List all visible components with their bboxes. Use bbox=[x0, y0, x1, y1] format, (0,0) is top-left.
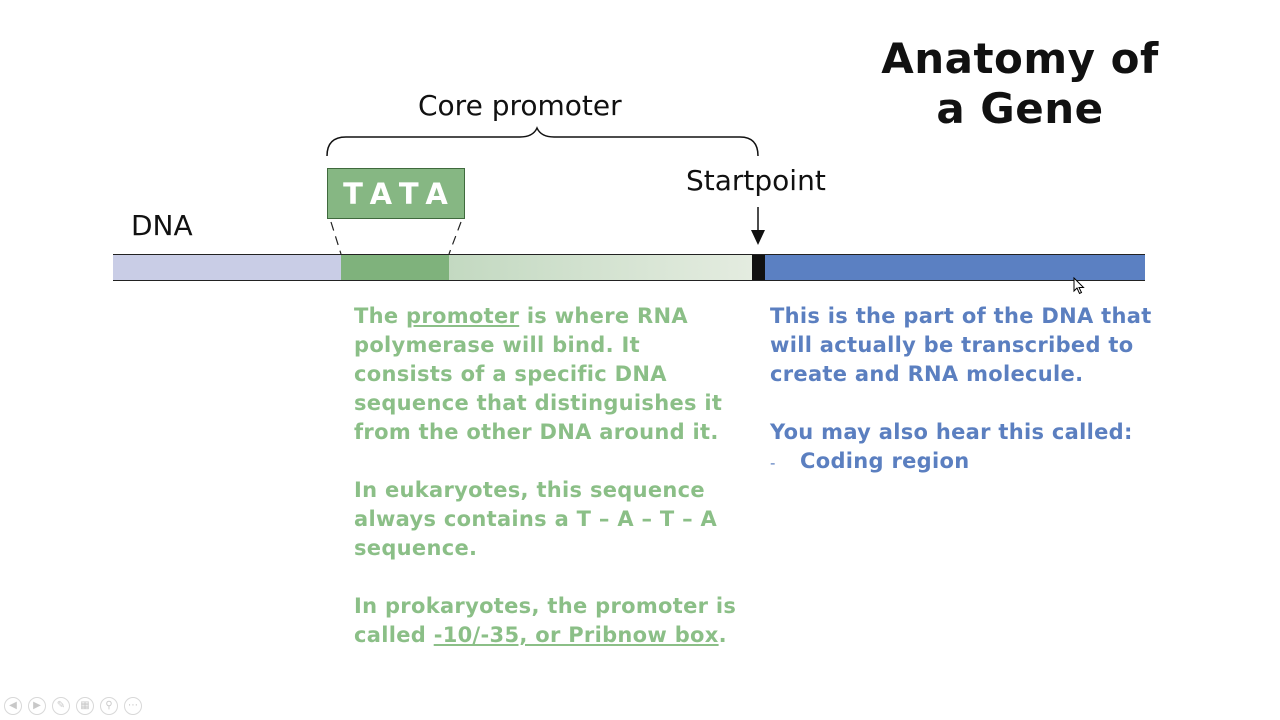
tata-connector-left bbox=[330, 221, 342, 255]
dna-upstream-segment bbox=[113, 255, 341, 280]
promoter-para-1-rest: is where RNA polymerase will bind. It co… bbox=[354, 304, 723, 444]
promoter-link[interactable]: promoter bbox=[406, 304, 520, 328]
promoter-para-3: In prokaryotes, the promoter is called -… bbox=[354, 592, 744, 650]
dna-label: DNA bbox=[131, 209, 193, 242]
promoter-para-3-prefix: In prokaryotes, the promoter is called bbox=[354, 594, 737, 647]
slide-title: Anatomy of a Gene bbox=[881, 34, 1159, 133]
startpoint-label: Startpoint bbox=[686, 164, 826, 197]
presentation-toolbar: ◀ ▶ ✎ ▦ ⚲ ⋯ bbox=[4, 697, 142, 715]
slides-icon[interactable]: ▦ bbox=[76, 697, 94, 715]
gene-diagram-graphic bbox=[113, 126, 1145, 281]
gene-diagram: Core promoter Startpoint DNA TATA bbox=[0, 0, 1280, 300]
core-promoter-brace bbox=[326, 126, 759, 157]
startpoint-arrow bbox=[751, 230, 765, 245]
next-icon[interactable]: ▶ bbox=[28, 697, 46, 715]
bullet-dash: - bbox=[770, 454, 776, 472]
coding-para-1: This is the part of the DNA that will ac… bbox=[770, 304, 1152, 386]
coding-segment bbox=[765, 255, 1145, 280]
coding-para-2: You may also hear this called: bbox=[770, 420, 1133, 444]
promoter-para-1-prefix: The bbox=[354, 304, 407, 328]
promoter-description: The promoter is where RNA polymerase wil… bbox=[354, 302, 744, 679]
bullet-coding-region: Coding region bbox=[800, 449, 970, 473]
bullet-item: - Coding region bbox=[770, 447, 1190, 478]
tata-segment bbox=[341, 255, 449, 280]
core-promoter-label: Core promoter bbox=[418, 89, 622, 122]
coding-description: This is the part of the DNA that will ac… bbox=[770, 302, 1190, 478]
tata-box: TATA bbox=[327, 168, 465, 219]
promoter-segment bbox=[449, 255, 752, 280]
zoom-icon[interactable]: ⚲ bbox=[100, 697, 118, 715]
pen-icon[interactable]: ✎ bbox=[52, 697, 70, 715]
promoter-para-1: The promoter is where RNA polymerase wil… bbox=[354, 302, 744, 447]
promoter-para-3-suffix: . bbox=[718, 623, 727, 647]
pribnow-link[interactable]: -10/-35, or Pribnow box bbox=[433, 623, 719, 647]
more-icon[interactable]: ⋯ bbox=[124, 697, 142, 715]
promoter-para-2: In eukaryotes, this sequence always cont… bbox=[354, 478, 718, 560]
tata-connector-right bbox=[448, 221, 462, 255]
prev-icon[interactable]: ◀ bbox=[4, 697, 22, 715]
mouse-cursor-icon bbox=[1073, 277, 1085, 295]
startpoint-marker bbox=[752, 255, 765, 280]
